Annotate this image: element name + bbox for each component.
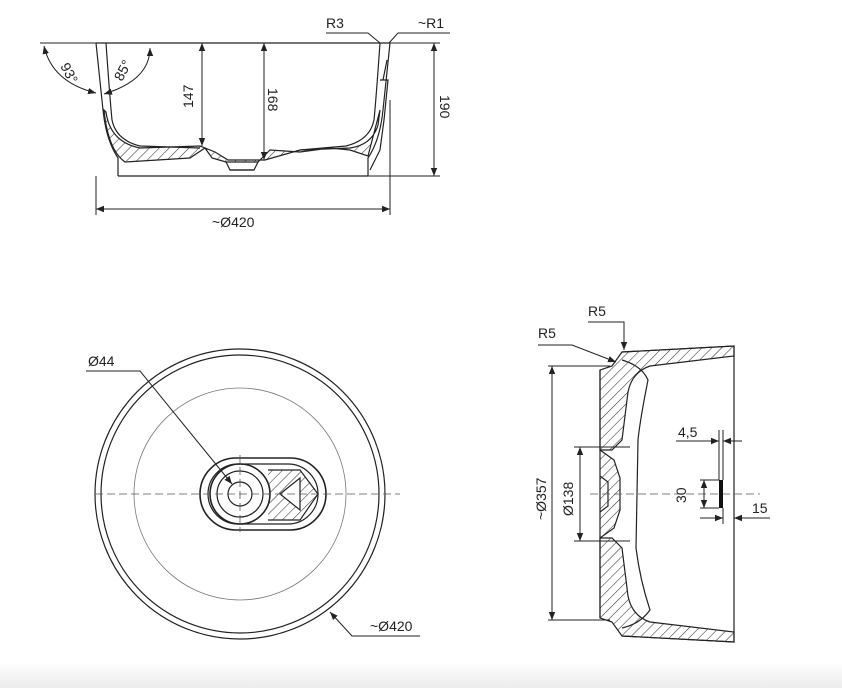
side-view-dimensions <box>40 32 450 215</box>
label-slot-height: 30 <box>673 487 689 503</box>
label-depth-168: 168 <box>265 88 281 112</box>
label-r5-upper: R5 <box>588 303 606 319</box>
label-diameter-420-side: ~Ø420 <box>212 214 255 230</box>
label-angle-85: 85° <box>111 57 135 83</box>
label-diameter-138: Ø138 <box>560 482 576 516</box>
label-slot-offset: 15 <box>752 500 768 516</box>
top-view-dimensions <box>86 370 420 637</box>
bottom-scroll-shade <box>0 662 842 688</box>
label-r1: ~R1 <box>418 15 444 31</box>
label-slot-width: 4,5 <box>678 424 698 440</box>
label-diameter-420-top: ~Ø420 <box>370 618 413 634</box>
top-view <box>94 348 400 640</box>
label-drain-44: Ø44 <box>88 353 115 369</box>
side-view <box>95 42 391 177</box>
label-r5-lower: R5 <box>538 325 556 341</box>
label-height-190: 190 <box>437 95 453 119</box>
section-view <box>590 345 760 643</box>
label-angle-93: 93° <box>57 60 81 86</box>
label-diameter-357: ~Ø357 <box>533 477 549 520</box>
section-view-dimensions <box>538 321 770 621</box>
label-r3: R3 <box>326 15 344 31</box>
label-depth-147: 147 <box>180 84 196 108</box>
